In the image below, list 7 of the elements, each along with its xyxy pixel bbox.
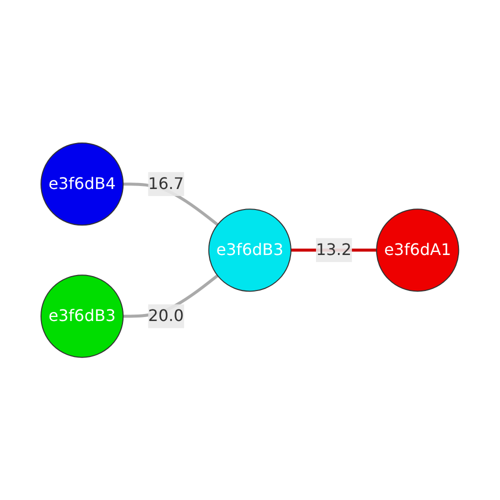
node-circle: e3f6dB3 bbox=[40, 274, 124, 358]
node-circle: e3f6dA1 bbox=[376, 208, 460, 292]
edge-label: 16.7 bbox=[148, 174, 184, 193]
node-circle: e3f6dB4 bbox=[40, 142, 124, 226]
edge-label: 13.2 bbox=[316, 240, 352, 259]
edge-label: 20.0 bbox=[148, 306, 184, 326]
node-circle: e3f6dB3 bbox=[208, 208, 292, 292]
